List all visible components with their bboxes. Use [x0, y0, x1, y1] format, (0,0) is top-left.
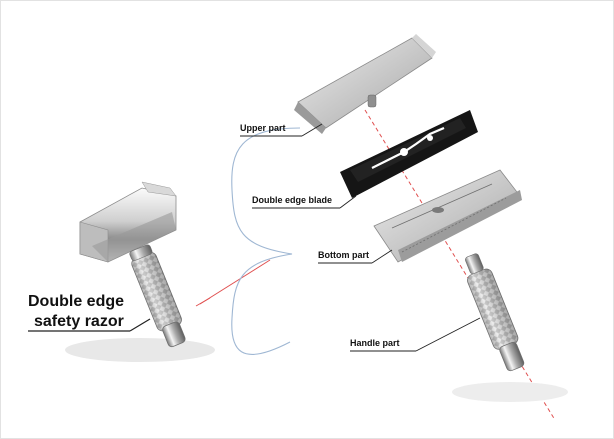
svg-text:Bottom part: Bottom part — [318, 250, 369, 260]
grouping-bracket — [231, 127, 301, 355]
svg-text:Handle part: Handle part — [350, 338, 400, 348]
bottom-part-illustration — [373, 169, 522, 263]
label-handle-part: Handle part — [350, 317, 481, 352]
label-bottom-part: Bottom part — [318, 249, 393, 264]
label-double-edge-blade: Double edge blade — [252, 195, 357, 209]
handle-part-illustration — [452, 253, 568, 402]
svg-text:Upper part: Upper part — [240, 123, 286, 133]
main-label-line1: Double edge — [28, 293, 124, 310]
main-label-line2: safety razor — [34, 313, 124, 330]
assembled-razor-head — [79, 181, 177, 263]
assembly-guide-line — [199, 259, 271, 305]
main-label-group: Double edge safety razor — [28, 293, 151, 332]
label-upper-part: Upper part — [240, 123, 323, 137]
double-edge-blade-illustration — [340, 110, 478, 198]
assembled-razor-illustration — [65, 181, 215, 362]
upper-part-illustration — [294, 34, 436, 134]
assembled-razor-handle — [129, 244, 186, 348]
exploded-axis-line — [364, 109, 556, 421]
svg-text:Double edge blade: Double edge blade — [252, 195, 332, 205]
